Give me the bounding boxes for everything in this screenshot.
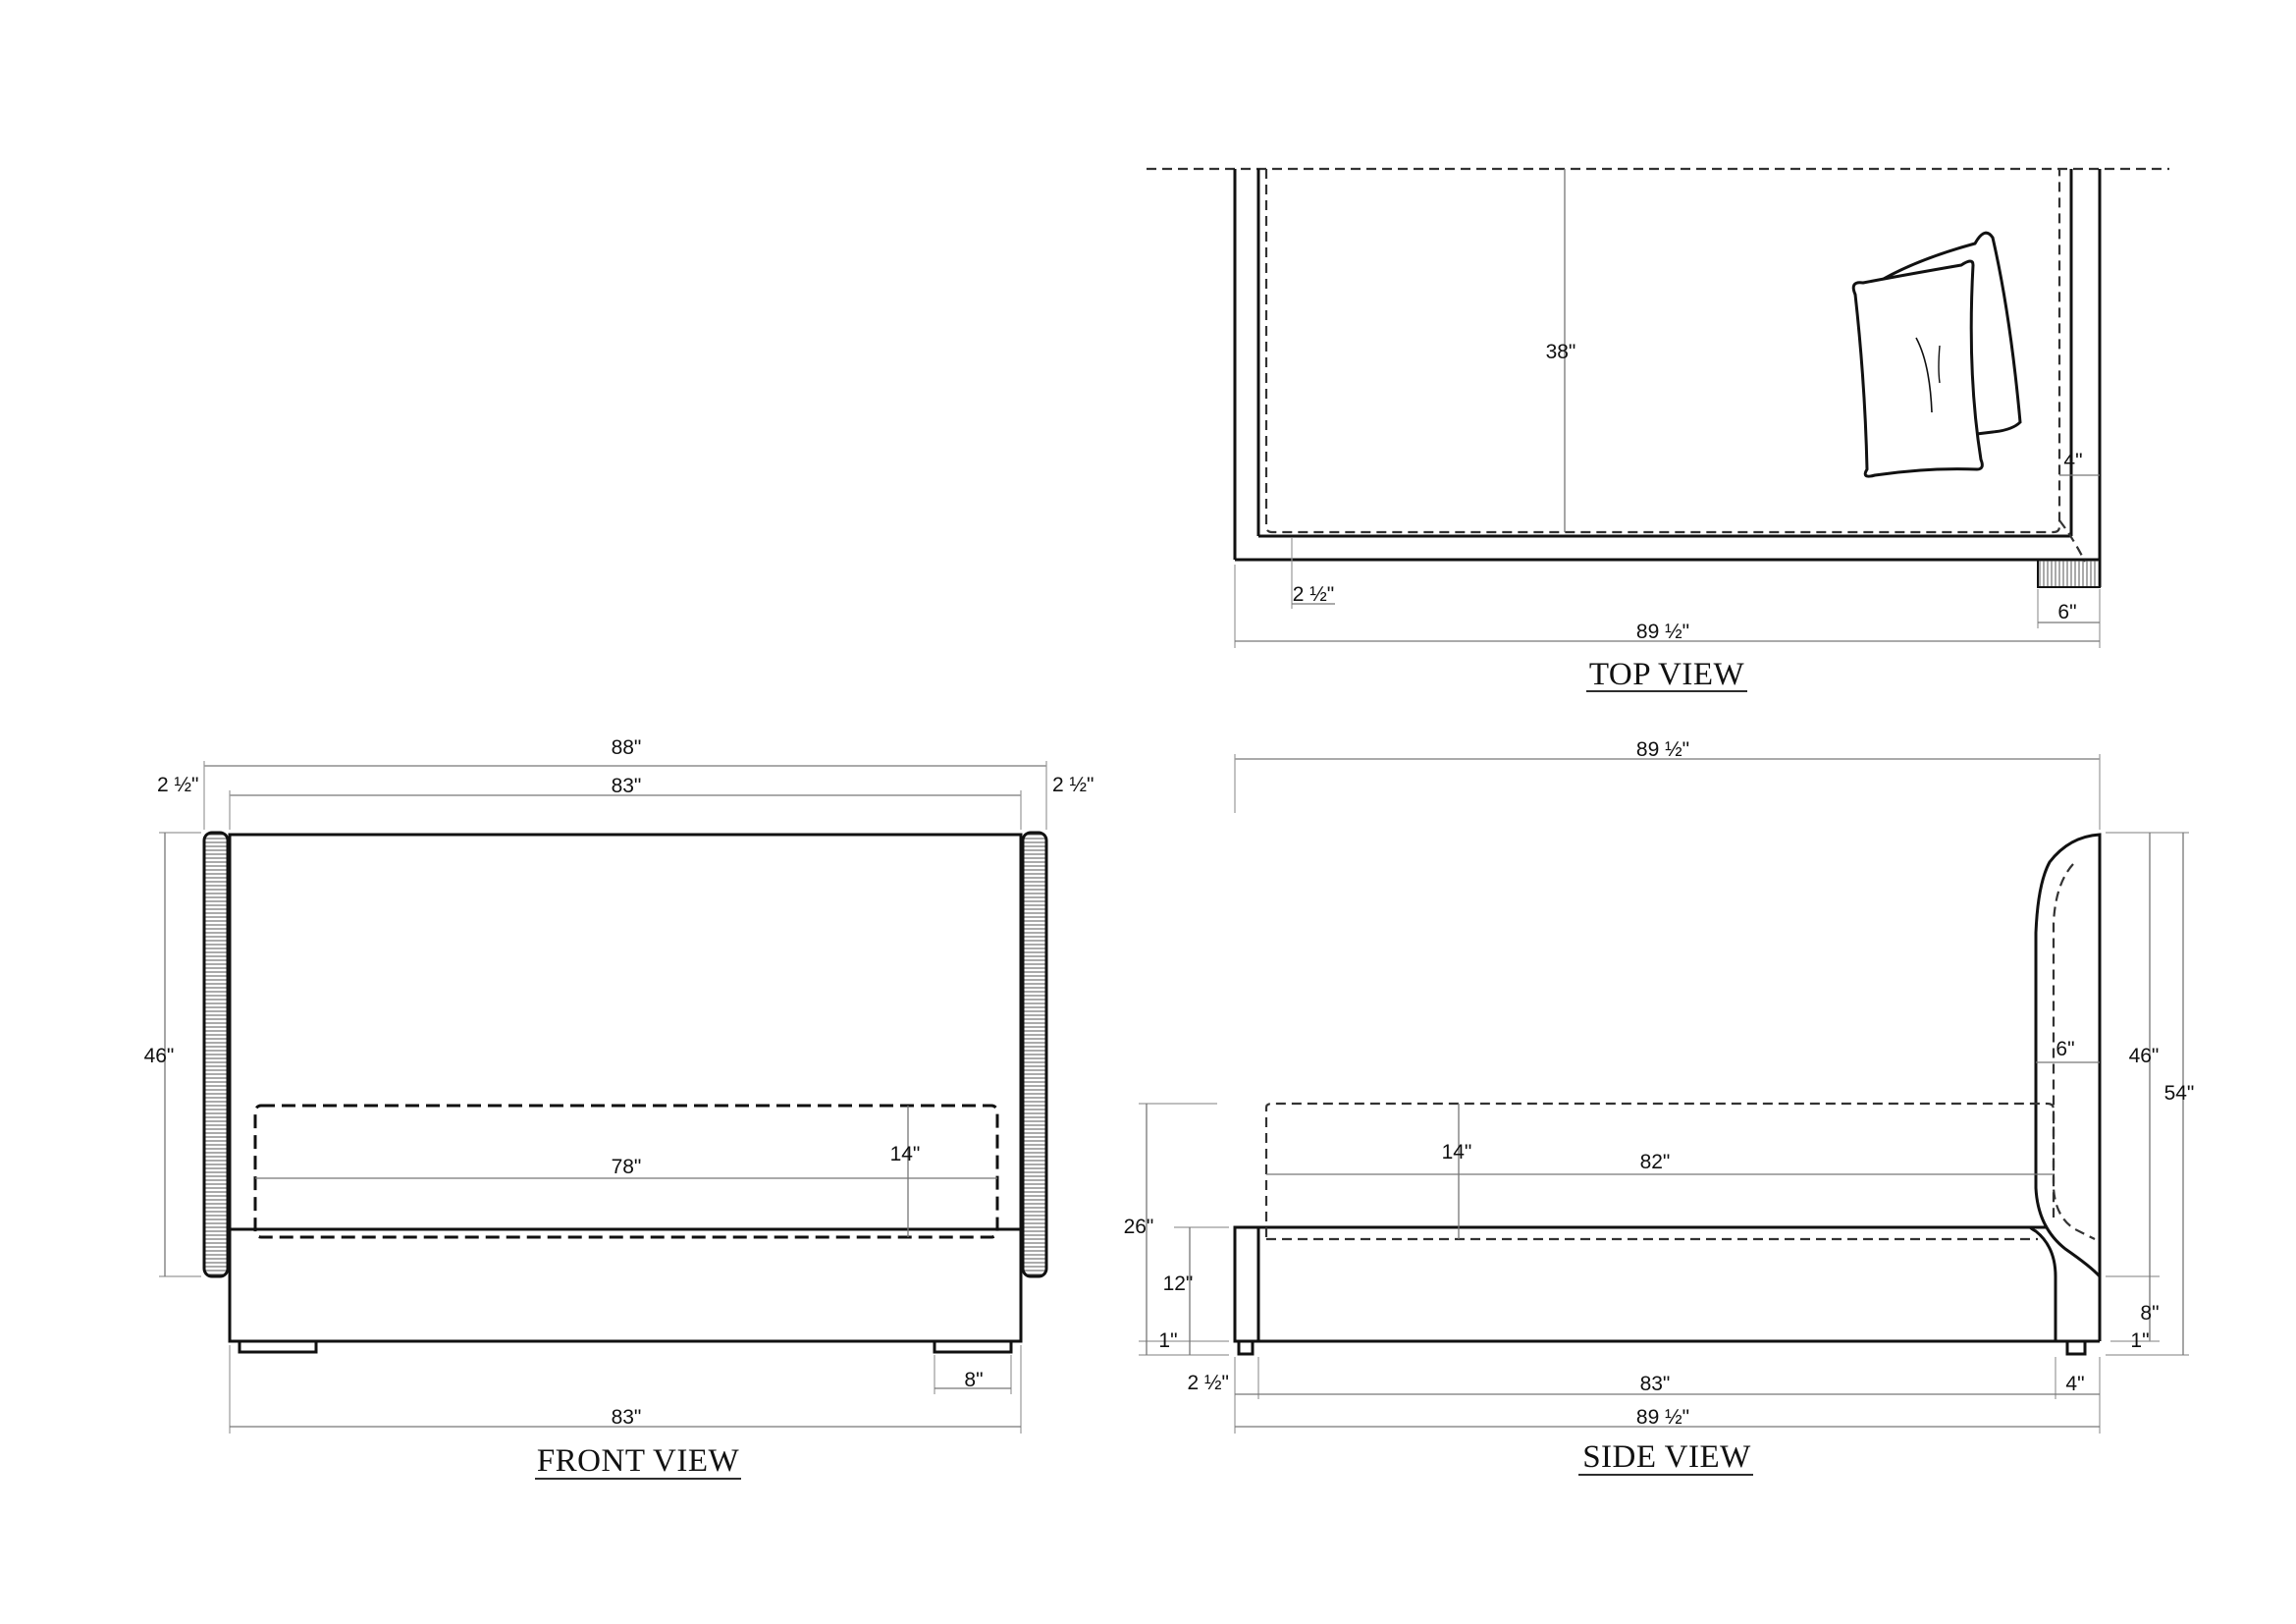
front-dim-mattress-width: 78"	[612, 1156, 642, 1178]
side-dim-mattress-length: 82"	[1640, 1151, 1671, 1173]
side-footboard	[1233, 1225, 1260, 1343]
side-leg-left	[1237, 1339, 1255, 1356]
top-mattress-outline	[1264, 169, 2061, 534]
top-dim-leg: 6"	[2057, 601, 2076, 623]
pillow-icon	[1851, 231, 2022, 478]
front-base	[228, 1227, 1023, 1343]
front-dim-base: 83"	[612, 1406, 642, 1429]
side-dim-rail: 12"	[1163, 1272, 1194, 1295]
side-leg-right	[2065, 1339, 2087, 1356]
front-dim-inner: 83"	[612, 775, 642, 797]
front-left-post	[202, 831, 230, 1278]
side-dim-leg-left: 1"	[1158, 1329, 1177, 1352]
side-headboard	[2034, 833, 2102, 1278]
top-view: 38" 4" 2 ½" 6" 89 ½" TOP VIEW	[1147, 167, 2169, 692]
side-view-title: SIDE VIEW	[1582, 1439, 1751, 1475]
side-dim-leg-height: 8"	[2140, 1302, 2159, 1325]
top-dim-side: 4"	[2063, 450, 2082, 472]
front-leg-right	[933, 1339, 1013, 1354]
side-dim-height: 26"	[1124, 1216, 1154, 1238]
front-dim-leg: 8"	[964, 1369, 983, 1391]
side-dim-headboard-depth: 4"	[2065, 1373, 2084, 1395]
side-dim-total-height: 54"	[2164, 1082, 2195, 1105]
side-dim-bottom-overall: 89 ½"	[1636, 1406, 1689, 1429]
front-dim-overall: 88"	[612, 736, 642, 759]
top-dim-rail: 2 ½"	[1293, 583, 1334, 606]
front-dim-mattress-height: 14"	[890, 1143, 921, 1165]
front-dim-height: 46"	[144, 1045, 175, 1067]
front-dim-right: 2 ½"	[1052, 774, 1094, 796]
side-dim-frame-end: 2 ½"	[1188, 1372, 1229, 1394]
side-dim-frame-length: 83"	[1640, 1373, 1671, 1395]
front-dim-left: 2 ½"	[157, 774, 198, 796]
front-leg-left	[238, 1339, 318, 1354]
top-dim-depth: 38"	[1546, 341, 1576, 363]
front-view: 88" 83" 2 ½" 2 ½" 46" 78" 14" 8" 83" FRO…	[144, 736, 1094, 1480]
side-dim-headboard-height: 46"	[2129, 1045, 2160, 1067]
side-dim-headboard-thickness: 6"	[2056, 1038, 2074, 1060]
side-dim-leg-right: 1"	[2130, 1329, 2149, 1352]
side-view: 89 ½" 46" 54" 6" 14" 82" 26" 12" 1" 8" 1…	[1124, 738, 2195, 1476]
top-dim-total: 89 ½"	[1636, 621, 1689, 643]
top-view-title: TOP VIEW	[1589, 657, 1745, 692]
side-dim-mattress-height: 14"	[1442, 1141, 1472, 1164]
top-leg-block	[2037, 559, 2101, 588]
side-dim-overall: 89 ½"	[1636, 738, 1689, 761]
side-mattress-outline	[1264, 1102, 2056, 1237]
front-right-post	[1021, 831, 1048, 1278]
front-view-title: FRONT VIEW	[537, 1443, 740, 1479]
